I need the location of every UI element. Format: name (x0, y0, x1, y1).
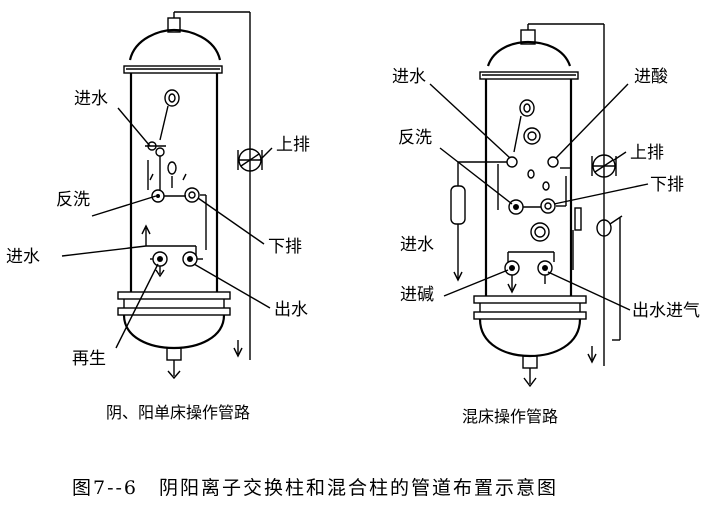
left-internal-fittings (141, 89, 207, 278)
left-label-bottom-drain: 下排 (268, 237, 302, 257)
right-top-drain-line (527, 23, 623, 366)
right-label-backwash: 反洗 (398, 128, 432, 148)
right-internal-fittings (450, 99, 582, 294)
right-label-top-drain: 上排 (630, 143, 664, 163)
left-label-inlet-top: 进水 (74, 89, 108, 109)
right-label-inlet-top: 进水 (392, 67, 426, 87)
left-bottom-drain-valve-icon (184, 187, 200, 203)
left-label-outlet: 出水 (274, 300, 308, 320)
left-label-inlet-side: 进水 (6, 247, 40, 267)
right-tank-icon (450, 185, 466, 225)
right-label-outlet-air: 出水进气 (632, 301, 700, 321)
right-label-acid-in: 进酸 (634, 67, 668, 87)
right-acid-valve-icon (547, 156, 559, 168)
left-label-top-drain: 上排 (276, 135, 310, 155)
right-label-alkali-in: 进碱 (400, 285, 434, 305)
right-caption: 混床操作管路 (462, 407, 558, 426)
left-label-regen: 再生 (72, 349, 106, 369)
left-top-drain-line (173, 11, 263, 360)
right-bottom-drain-valve-icon (540, 198, 556, 214)
right-inlet-valve-icon (506, 156, 518, 168)
figure-caption: 图7--6 阴阳离子交换柱和混合柱的管道布置示意图 (72, 477, 558, 499)
right-column-vessel (473, 29, 587, 388)
left-label-backwash: 反洗 (56, 190, 90, 210)
right-label-bottom-drain: 下排 (650, 175, 684, 195)
left-column-vessel (117, 17, 231, 380)
left-caption: 阴、阳单床操作管路 (106, 403, 250, 422)
right-air-valve-icon (596, 219, 612, 237)
right-label-inlet-side: 进水 (400, 235, 434, 255)
